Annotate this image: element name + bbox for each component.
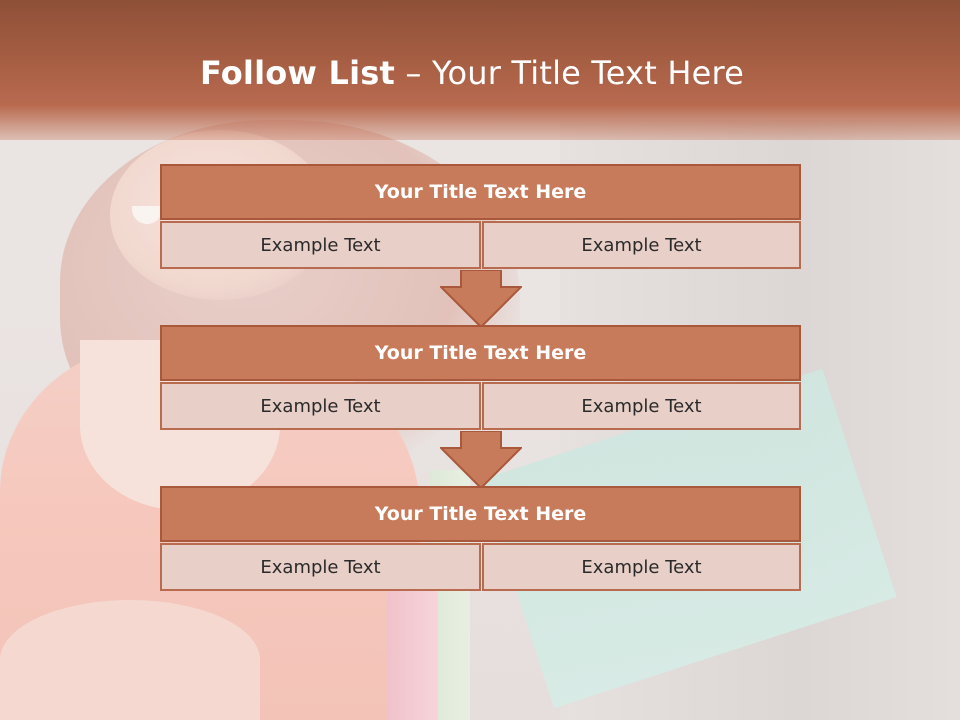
step-cell-left: Example Text [160, 221, 481, 269]
slide-title-rest: – Your Title Text Here [405, 54, 745, 92]
step-box-2: Your Title Text Here Example Text Exampl… [160, 325, 801, 430]
down-arrow-icon [440, 270, 522, 328]
down-arrow-icon [440, 431, 522, 489]
step-cell-left: Example Text [160, 543, 481, 591]
background-smile [132, 206, 162, 224]
step-box-3: Your Title Text Here Example Text Exampl… [160, 486, 801, 591]
header-band: Follow List – Your Title Text Here [0, 0, 960, 140]
step-title: Your Title Text Here [160, 325, 801, 381]
step-cell-left: Example Text [160, 382, 481, 430]
step-cell-right: Example Text [482, 543, 801, 591]
step-row: Example Text Example Text [160, 382, 801, 430]
step-cell-right: Example Text [482, 221, 801, 269]
step-box-1: Your Title Text Here Example Text Exampl… [160, 164, 801, 269]
step-cell-right: Example Text [482, 382, 801, 430]
slide-title: Follow List – Your Title Text Here [0, 54, 944, 92]
step-row: Example Text Example Text [160, 221, 801, 269]
step-row: Example Text Example Text [160, 543, 801, 591]
background-shopping-bag-pink [388, 590, 438, 720]
step-title: Your Title Text Here [160, 164, 801, 220]
step-title: Your Title Text Here [160, 486, 801, 542]
background-arm [0, 600, 260, 720]
slide-title-bold: Follow List [199, 54, 396, 92]
